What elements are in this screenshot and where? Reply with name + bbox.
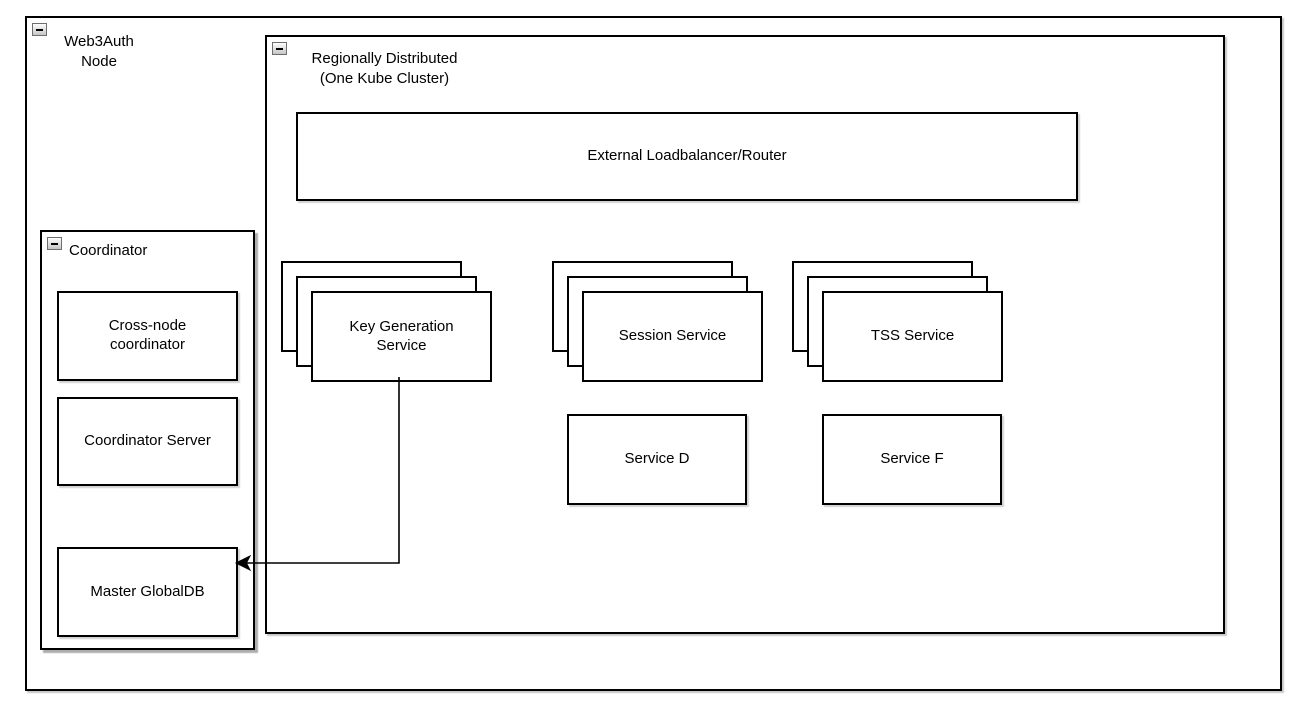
stack-key-generation-service[interactable]: Key Generation Service [281, 261, 492, 382]
node-master-globaldb[interactable]: Master GlobalDB [57, 547, 238, 637]
collapse-minus-icon[interactable] [272, 42, 287, 55]
collapse-minus-icon[interactable] [47, 237, 62, 250]
node-service-d[interactable]: Service D [567, 414, 747, 505]
arrowhead-left-icon [234, 554, 252, 572]
stack-session-service[interactable]: Session Service [552, 261, 763, 382]
node-cross-node-coordinator[interactable]: Cross-node coordinator [57, 291, 238, 381]
group-web3auth-node[interactable]: Web3Auth Node Coordinator Cross-node coo… [25, 16, 1282, 691]
node-session-service[interactable]: Session Service [582, 291, 763, 382]
node-service-f[interactable]: Service F [822, 414, 1002, 505]
node-coordinator-server[interactable]: Coordinator Server [57, 397, 238, 486]
stack-tss-service[interactable]: TSS Service [792, 261, 1003, 382]
group-label-web3auth-node: Web3Auth Node [64, 33, 134, 70]
group-regionally-distributed[interactable]: Regionally Distributed (One Kube Cluster… [265, 35, 1225, 634]
minus-glyph [36, 28, 43, 31]
edge-line [238, 377, 400, 564]
minus-glyph [276, 47, 283, 50]
group-label-coordinator: Coordinator [69, 242, 148, 259]
node-key-generation-service[interactable]: Key Generation Service [311, 291, 492, 382]
collapse-minus-icon[interactable] [32, 23, 47, 36]
group-label-regionally-distributed: Regionally Distributed (One Kube Cluster… [311, 50, 458, 87]
node-tss-service[interactable]: TSS Service [822, 291, 1003, 382]
group-coordinator[interactable]: Coordinator Cross-node coordinator Coord… [40, 230, 255, 650]
edge-keygen-to-globaldb[interactable] [228, 368, 412, 576]
minus-glyph [51, 242, 58, 245]
node-external-loadbalancer[interactable]: External Loadbalancer/Router [296, 112, 1078, 201]
